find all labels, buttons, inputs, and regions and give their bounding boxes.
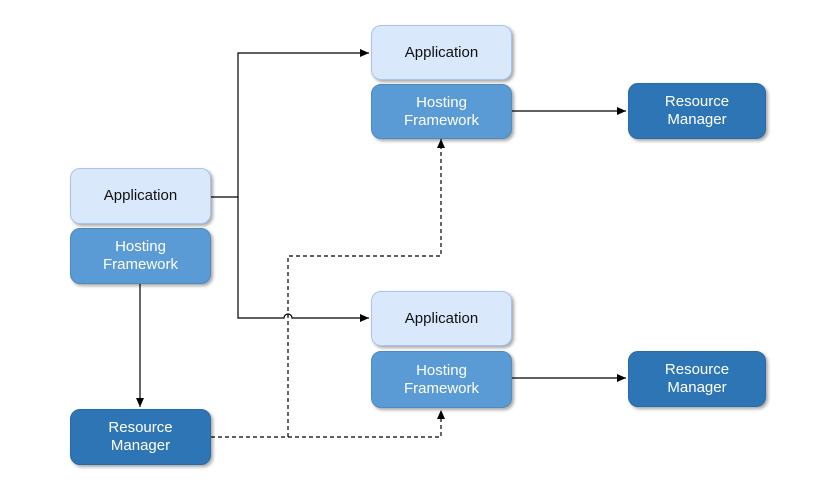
dashed-connector-left-rm-to-bottom-hf [288, 410, 445, 438]
top-right-application-box: Application [371, 25, 512, 80]
bottom-right-application-box: Application [371, 291, 512, 346]
left-application-box: Application [70, 168, 211, 224]
bottom-right-hosting-framework-box: Hosting Framework [371, 351, 512, 408]
left-resource-manager-box: Resource Manager [70, 409, 211, 465]
left-hosting-framework-box: Hosting Framework [70, 228, 211, 284]
connector-left-app-to-top-app [211, 49, 369, 198]
bottom-right-resource-manager-box: Resource Manager [628, 351, 766, 407]
connector-left-app-to-bottom-app [237, 197, 369, 322]
top-right-resource-manager-box: Resource Manager [628, 83, 766, 139]
top-right-hosting-framework-box: Hosting Framework [371, 84, 512, 139]
dashed-connector-left-rm-to-top-hf [211, 139, 445, 438]
